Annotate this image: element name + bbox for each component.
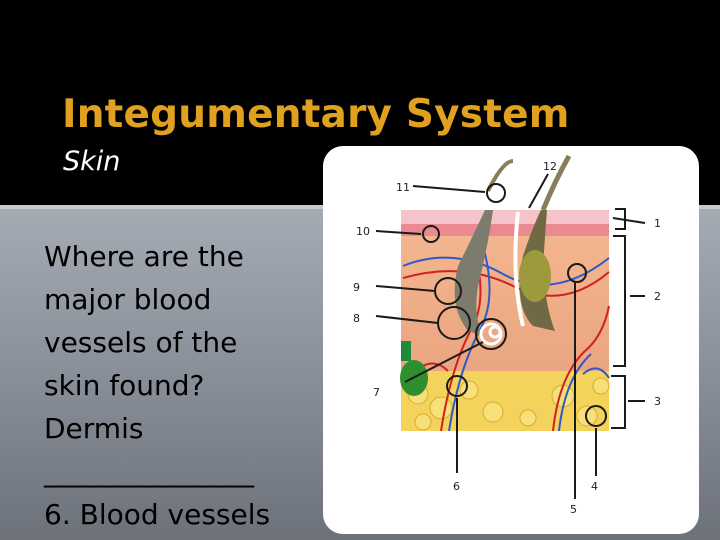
- label-4: 4: [591, 480, 598, 493]
- sweat-duct: [513, 211, 525, 327]
- question-line: skin found?: [44, 369, 205, 402]
- answer-number: 6. Blood vessels: [44, 498, 271, 531]
- hair-shaft-right: [540, 154, 572, 211]
- sebaceous-gland: [519, 250, 551, 302]
- label-1: 1: [654, 217, 661, 230]
- label-8: 8: [353, 312, 360, 325]
- question-text: Where are the major blood vessels of the…: [44, 235, 304, 536]
- label-12: 12: [543, 160, 557, 173]
- diagram-labels: 1 2 3 4 5 6 7 8 9 10 11 12: [353, 160, 661, 516]
- question-line: Where are the: [44, 240, 244, 273]
- label-10: 10: [356, 225, 370, 238]
- epidermis-basal-layer: [401, 224, 609, 236]
- leader-lines: [375, 173, 646, 499]
- label-9: 9: [353, 281, 360, 294]
- question-line: major blood: [44, 283, 212, 316]
- hair-follicle-left: [454, 210, 493, 336]
- question-line: vessels of the: [44, 326, 238, 359]
- skin-diagram-card: 1 2 3 4 5 6 7 8 9 10 11 12: [323, 146, 699, 534]
- slide-subtitle: Skin: [63, 146, 121, 177]
- label-3: 3: [654, 395, 661, 408]
- layer-brackets: [611, 208, 626, 429]
- label-7: 7: [373, 386, 380, 399]
- hair-shaft-left: [486, 159, 514, 192]
- nerve-ending: [401, 341, 411, 361]
- label-11: 11: [396, 181, 410, 194]
- label-2: 2: [654, 290, 661, 303]
- skin-cross-section-diagram: 1 2 3 4 5 6 7 8 9 10 11 12: [353, 154, 661, 516]
- label-5: 5: [570, 503, 577, 516]
- answer-blank: _______________: [44, 455, 254, 488]
- label-6: 6: [453, 480, 460, 493]
- sweat-gland: [479, 322, 503, 346]
- highlight-circles: [422, 183, 607, 427]
- epidermis-layer: [401, 210, 609, 224]
- answer-text: Dermis: [44, 412, 144, 445]
- slide-title: Integumentary System: [62, 92, 570, 137]
